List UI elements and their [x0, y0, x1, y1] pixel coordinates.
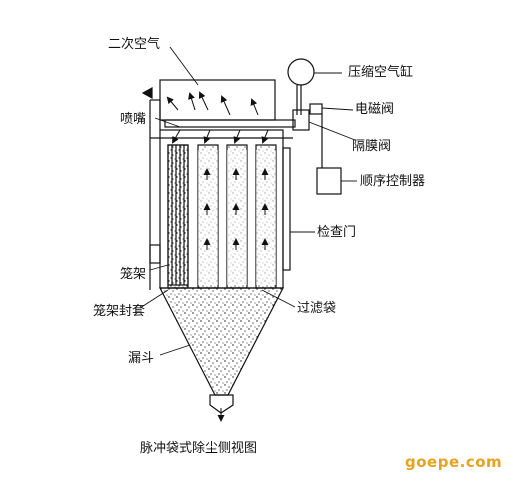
label-filter-bag: 过滤袋	[297, 301, 337, 316]
watermark: goepe.com	[405, 453, 503, 471]
label-cage-frame: 笼架	[120, 267, 147, 282]
label-sequence-controller: 顺序控制器	[360, 174, 426, 189]
label-nozzle: 喷嘴	[120, 112, 147, 127]
label-cage-frame-cover: 笼架封套	[93, 304, 146, 319]
blowpipe	[164, 119, 296, 128]
figure-caption: 脉冲袋式除尘侧视图	[140, 441, 258, 456]
label-secondary-air: 二次空气	[108, 37, 161, 52]
solenoid-valve	[309, 103, 323, 115]
filter-bag	[167, 144, 189, 289]
label-diaphragm-valve: 隔膜阀	[352, 139, 392, 154]
label-inspection-door: 检查门	[317, 225, 357, 240]
label-solenoid-valve: 电磁阀	[355, 102, 395, 117]
compressed-air-tank	[287, 58, 315, 86]
inspection-door	[282, 147, 291, 271]
airflow-arrows	[166, 91, 269, 422]
leader-lines	[139, 46, 357, 356]
filter-bags	[167, 144, 277, 289]
diaphragm-valve	[292, 109, 310, 131]
label-hopper: 漏斗	[128, 351, 155, 366]
label-compressed-air-tank: 压缩空气缸	[348, 65, 414, 80]
sequence-controller-box	[316, 167, 342, 195]
hopper-outline	[159, 287, 284, 396]
